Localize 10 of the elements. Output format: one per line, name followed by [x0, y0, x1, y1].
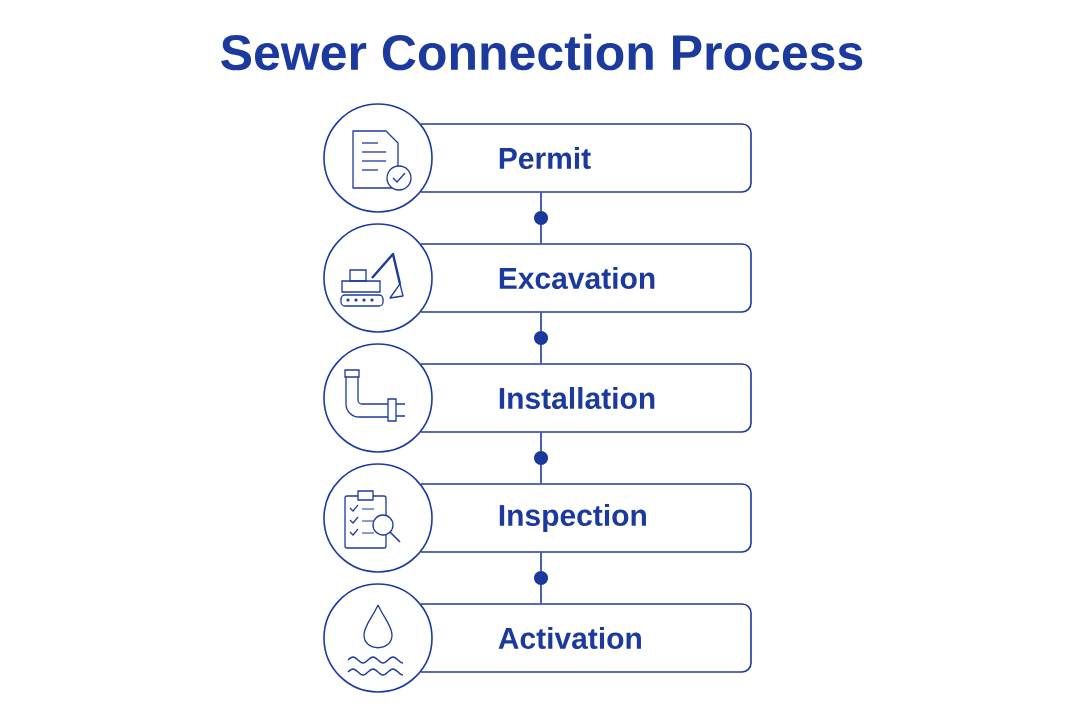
step-box: Permit [420, 123, 752, 193]
step-box: Excavation [420, 243, 752, 313]
connector-line [534, 312, 548, 364]
connector-line [534, 552, 548, 604]
connector-line [534, 192, 548, 244]
connector-line [534, 432, 548, 484]
step-box: Installation [420, 363, 752, 433]
step-box: Activation [420, 603, 752, 673]
step-box: Inspection [420, 483, 752, 553]
title: Sewer Connection Process [221, 33, 863, 71]
